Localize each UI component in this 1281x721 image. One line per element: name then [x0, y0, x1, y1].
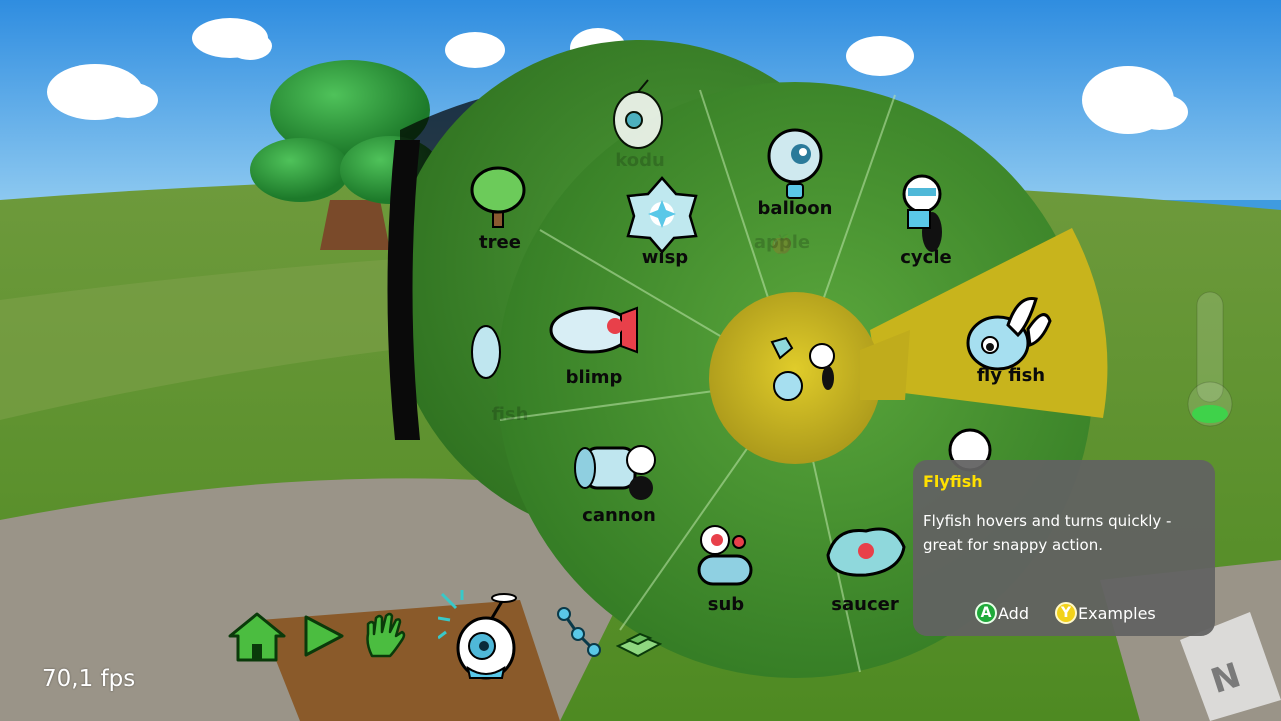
- a-button-icon: A: [975, 602, 997, 624]
- pie-label-fish[interactable]: fish: [491, 404, 529, 425]
- flyfish-icon: [966, 297, 1052, 371]
- hand-icon[interactable]: [362, 612, 408, 660]
- thermometer-icon: [1187, 291, 1233, 427]
- play-icon[interactable]: [302, 614, 346, 658]
- pie-label-sub[interactable]: sub: [707, 594, 745, 615]
- pie-label-apple[interactable]: apple: [753, 232, 811, 253]
- examples-button[interactable]: Y Examples: [1055, 602, 1156, 624]
- pie-label-tree[interactable]: tree: [479, 232, 521, 253]
- group-preview-icon: [770, 336, 835, 401]
- balloon-icon: [767, 128, 823, 199]
- fish-icon: [471, 325, 501, 379]
- terrain-tool-icon[interactable]: [616, 626, 662, 660]
- fps-counter: 70,1 fps: [42, 666, 136, 692]
- compass-icon: N: [1180, 612, 1281, 721]
- blimp-icon: [549, 306, 638, 354]
- tree-icon: [470, 166, 526, 228]
- home-icon[interactable]: [226, 610, 288, 664]
- y-button-icon: Y: [1055, 602, 1077, 624]
- pie-label-kodu[interactable]: kodu: [615, 150, 665, 171]
- pie-label-flyfish[interactable]: fly fish: [976, 365, 1046, 386]
- path-tool-icon[interactable]: [556, 606, 604, 660]
- pie-label-blimp[interactable]: blimp: [565, 367, 623, 388]
- saucer-icon: [826, 527, 906, 577]
- add-button[interactable]: A Add: [975, 602, 1029, 624]
- pie-label-saucer[interactable]: saucer: [831, 594, 899, 615]
- apple-icon: 🍎: [771, 233, 793, 255]
- tooltip-title: Flyfish: [923, 472, 983, 491]
- pie-label-cycle[interactable]: cycle: [900, 247, 952, 268]
- cycle-icon: [902, 174, 942, 252]
- object-tool-icon[interactable]: [438, 590, 528, 682]
- item-tooltip: Flyfish Flyfish hovers and turns quickly…: [913, 460, 1215, 636]
- examples-label: Examples: [1078, 603, 1156, 623]
- add-label: Add: [998, 603, 1029, 623]
- pie-label-balloon[interactable]: balloon: [757, 198, 833, 219]
- tooltip-description: Flyfish hovers and turns quickly - great…: [923, 512, 1172, 554]
- pie-label-wisp[interactable]: wisp: [641, 247, 689, 268]
- pie-label-cannon[interactable]: cannon: [582, 505, 656, 526]
- cannon-icon: [574, 445, 656, 500]
- kodu-icon: [613, 79, 663, 149]
- sub-icon: [697, 525, 753, 586]
- wisp-icon: [626, 176, 698, 254]
